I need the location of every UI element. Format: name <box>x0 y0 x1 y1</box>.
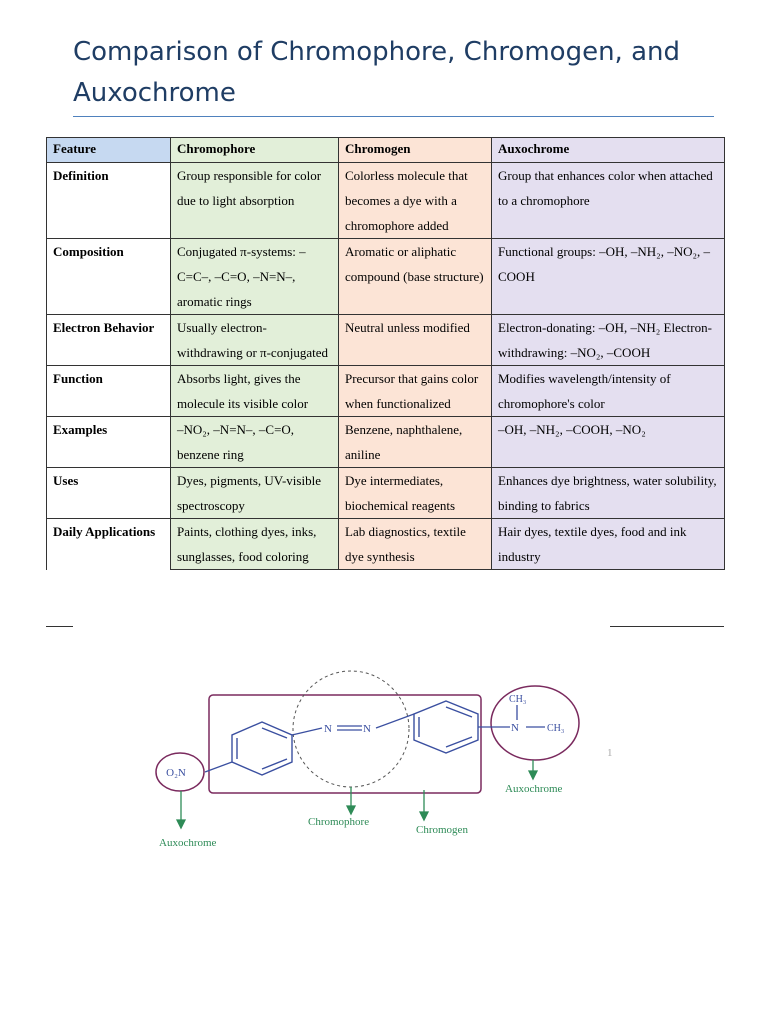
label-chromogen: Chromogen <box>416 824 468 836</box>
row-chromophore: –NO₂, –N=N–, –C=O, benzene ring <box>170 416 339 468</box>
comparison-table: Feature Chromophore Chromogen Auxochrome… <box>46 137 725 570</box>
header-feature: Feature <box>46 137 171 163</box>
row-chromogen: Lab diagnostics, textile dye synthesis <box>338 518 492 570</box>
row-auxochrome: Electron-donating: –OH, –NH₂ Electron-wi… <box>491 314 725 366</box>
header-chromogen: Chromogen <box>338 137 492 163</box>
row-auxochrome: Functional groups: –OH, –NH₂, –NO₂, –COO… <box>491 238 725 315</box>
row-feature: Function <box>46 365 171 417</box>
row-chromogen: Neutral unless modified <box>338 314 492 366</box>
row-feature: Uses <box>46 467 171 519</box>
row-auxochrome: Group that enhances color when attached … <box>491 162 725 239</box>
row-chromophore: Conjugated π-systems: –C=C–, –C=O, –N=N–… <box>170 238 339 315</box>
title-underline <box>73 116 714 117</box>
label-auxochrome-right: Auxochrome <box>505 783 563 795</box>
row-chromophore: Paints, clothing dyes, inks, sunglasses,… <box>170 518 339 570</box>
table-row: Electron Behavior Usually electron-withd… <box>46 314 725 366</box>
row-auxochrome: Modifies wavelength/intensity of chromop… <box>491 365 725 417</box>
auxochrome-left-circle <box>155 752 205 792</box>
row-chromogen: Colorless molecule that becomes a dye wi… <box>338 162 492 239</box>
table-bottom-border-right <box>610 626 724 627</box>
table-bottom-border-left <box>46 626 73 627</box>
table-header-row: Feature Chromophore Chromogen Auxochrome <box>46 137 725 163</box>
row-chromogen: Dye intermediates, biochemical reagents <box>338 467 492 519</box>
page-title: Comparison of Chromophore, Chromogen, an… <box>73 37 681 108</box>
row-feature: Composition <box>46 238 171 315</box>
row-auxochrome: Enhances dye brightness, water solubilit… <box>491 467 725 519</box>
right-benzene-ring <box>413 700 479 754</box>
table-row: Uses Dyes, pigments, UV-visible spectros… <box>46 467 725 519</box>
table-row: Daily Applications Paints, clothing dyes… <box>46 518 725 570</box>
row-feature: Daily Applications <box>46 518 171 570</box>
row-feature: Electron Behavior <box>46 314 171 366</box>
arrows <box>175 760 539 830</box>
left-benzene-ring <box>231 721 293 776</box>
row-chromophore: Group responsible for color due to light… <box>170 162 339 239</box>
row-auxochrome: –OH, –NH₂, –COOH, –NO₂ <box>491 416 725 468</box>
ch3-right: CH₃ <box>547 723 564 734</box>
row-chromogen: Benzene, naphthalene, aniline <box>338 416 492 468</box>
row-chromogen: Aromatic or aliphatic compound (base str… <box>338 238 492 315</box>
table-row: Composition Conjugated π-systems: –C=C–,… <box>46 238 725 315</box>
table-row: Definition Group responsible for color d… <box>46 162 725 239</box>
azo-n-right: N <box>363 723 371 735</box>
label-auxochrome-left: Auxochrome <box>159 837 217 849</box>
label-chromophore: Chromophore <box>308 816 369 828</box>
row-chromophore: Absorbs light, gives the molecule its vi… <box>170 365 339 417</box>
chromophore-circle <box>292 670 410 788</box>
header-auxochrome: Auxochrome <box>491 137 725 163</box>
table-row: Examples –NO₂, –N=N–, –C=O, benzene ring… <box>46 416 725 468</box>
amine-n: N <box>511 722 519 734</box>
chromogen-box <box>208 694 482 794</box>
row-chromogen: Precursor that gains color when function… <box>338 365 492 417</box>
bonds <box>204 705 545 773</box>
dye-structure-diagram: N N N CH₃ CH₃ O₂N Auxochrome Chromophore… <box>155 670 613 849</box>
ch3-top: CH₃ <box>509 694 526 705</box>
row-auxochrome: Hair dyes, textile dyes, food and ink in… <box>491 518 725 570</box>
row-chromophore: Usually electron-withdrawing or π-conjug… <box>170 314 339 366</box>
row-feature: Examples <box>46 416 171 468</box>
azo-n-left: N <box>324 723 332 735</box>
table-row: Function Absorbs light, gives the molecu… <box>46 365 725 417</box>
auxochrome-right-circle <box>490 685 580 761</box>
row-chromophore: Dyes, pigments, UV-visible spectroscopy <box>170 467 339 519</box>
header-chromophore: Chromophore <box>170 137 339 163</box>
row-feature: Definition <box>46 162 171 239</box>
margin-marker: 1 <box>607 747 613 759</box>
o2n-label: O₂N <box>166 767 186 779</box>
